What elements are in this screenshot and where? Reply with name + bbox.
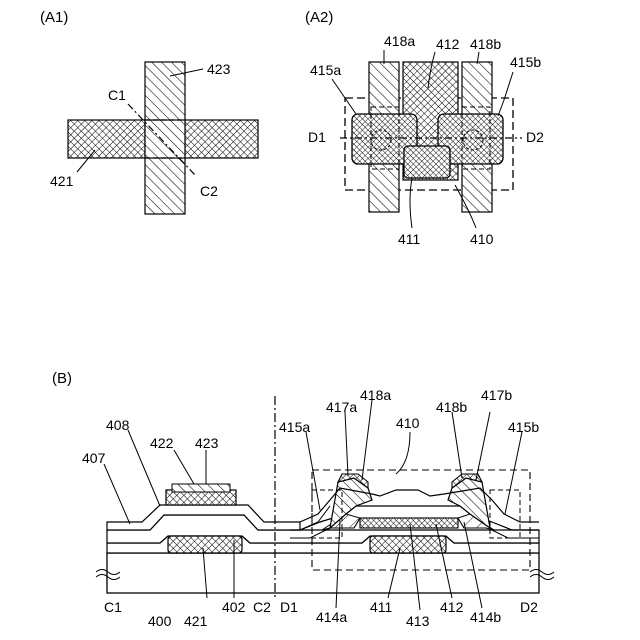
gate-411-section bbox=[370, 536, 446, 553]
label-411-b: 411 bbox=[370, 599, 393, 615]
label-417b: 417b bbox=[481, 387, 512, 403]
panel-a1-title: (A1) bbox=[40, 9, 68, 26]
panel-a1: (A1) 423 421 C1 C2 bbox=[40, 9, 258, 214]
panel-a2: (A2) 415a 418a 412 418b 415b bbox=[305, 9, 544, 247]
label-c1: C1 bbox=[108, 87, 126, 103]
label-410-b: 410 bbox=[396, 415, 420, 431]
panel-a2-title: (A2) bbox=[305, 9, 333, 26]
label-417a: 417a bbox=[326, 399, 357, 415]
gate-411 bbox=[404, 146, 450, 178]
label-421: 421 bbox=[50, 173, 74, 189]
label-408: 408 bbox=[106, 417, 130, 433]
label-418a: 418a bbox=[384, 33, 415, 49]
label-d2: D2 bbox=[526, 129, 544, 145]
label-412: 412 bbox=[436, 36, 460, 52]
gate-421 bbox=[168, 536, 242, 553]
label-414a: 414a bbox=[316, 609, 347, 625]
label-c1-b: C1 bbox=[104, 599, 122, 615]
label-415b-b: 415b bbox=[508, 419, 539, 435]
label-423: 423 bbox=[207, 61, 231, 77]
label-418a-b: 418a bbox=[360, 387, 391, 403]
label-d2-b: D2 bbox=[520, 599, 538, 615]
label-c2-b: C2 bbox=[253, 599, 271, 615]
label-413: 413 bbox=[406, 613, 430, 629]
label-415a-b: 415a bbox=[279, 419, 310, 435]
panel-b: (B) bbox=[52, 370, 554, 629]
label-407: 407 bbox=[82, 450, 106, 466]
label-423-b: 423 bbox=[195, 435, 219, 451]
label-c2: C2 bbox=[200, 183, 218, 199]
label-410: 410 bbox=[470, 231, 494, 247]
label-418b-b: 418b bbox=[436, 399, 467, 415]
label-421-b: 421 bbox=[184, 613, 208, 629]
label-d1: D1 bbox=[308, 129, 326, 145]
label-422: 422 bbox=[150, 435, 174, 451]
label-d1-b: D1 bbox=[280, 599, 298, 615]
label-400: 400 bbox=[148, 613, 172, 629]
panel-b-title: (B) bbox=[52, 370, 72, 387]
label-412-b: 412 bbox=[440, 599, 464, 615]
label-415b: 415b bbox=[510, 54, 541, 70]
label-415a: 415a bbox=[310, 62, 341, 78]
semiconductor-412-section bbox=[360, 518, 458, 528]
label-418b: 418b bbox=[470, 36, 501, 52]
label-402: 402 bbox=[222, 599, 246, 615]
layer-423 bbox=[172, 484, 230, 492]
label-414b: 414b bbox=[470, 609, 501, 625]
label-411: 411 bbox=[398, 231, 421, 247]
overlap-region bbox=[145, 120, 185, 158]
